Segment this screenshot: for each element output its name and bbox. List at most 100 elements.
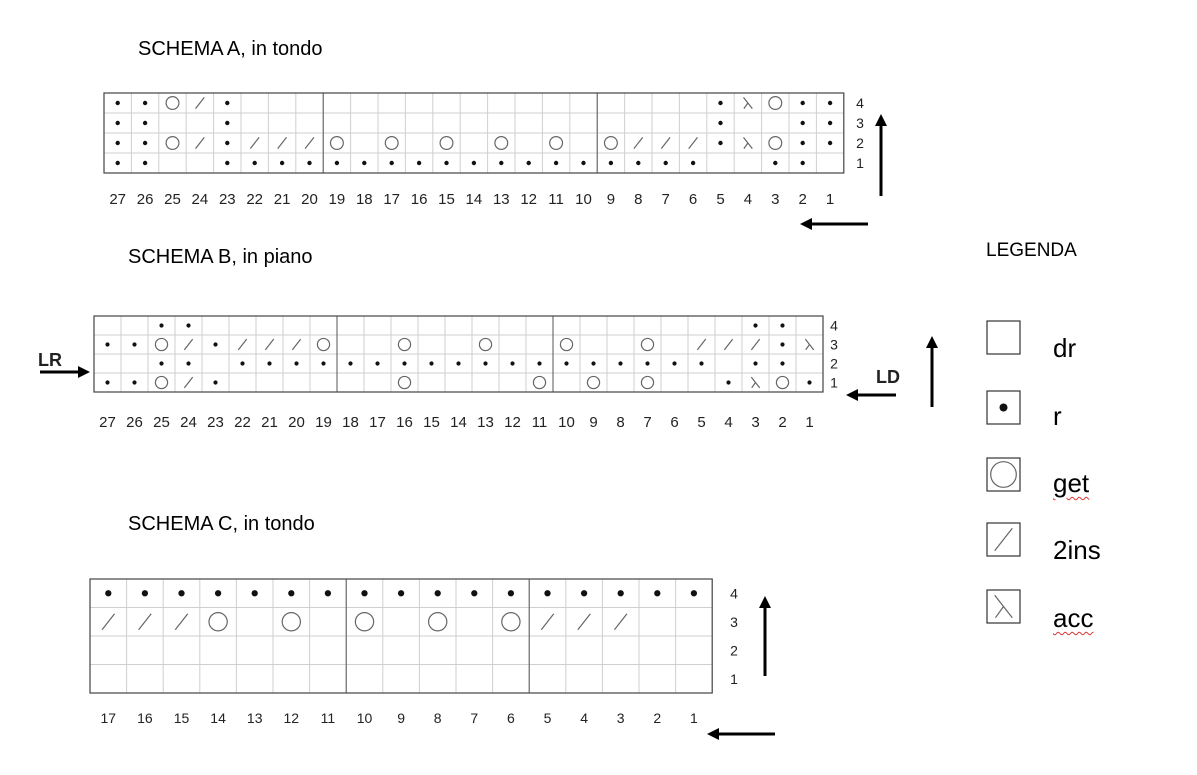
schema-c-col-number: 14 xyxy=(210,710,226,726)
schema-a-cell-dot xyxy=(471,160,477,166)
schema-b-cell-circle xyxy=(775,375,790,390)
schema-a-col-number: 25 xyxy=(164,191,181,208)
schema-c-title: SCHEMA C, in tondo xyxy=(128,513,315,535)
schema-a-cell-dot xyxy=(526,160,531,166)
schema-b-col-number: 16 xyxy=(396,414,413,431)
schema-a-cell-slash xyxy=(249,137,260,149)
schema-a-cell-dot xyxy=(827,100,833,106)
schema-a-cell-dot xyxy=(608,160,614,166)
legend-title: LEGENDA xyxy=(986,240,1077,261)
schema-b-cell-dot xyxy=(375,361,380,366)
schema-c-col-number: 5 xyxy=(544,710,552,726)
schema-a-cell-circle xyxy=(603,136,618,151)
schema-a-col-number: 19 xyxy=(329,191,346,208)
schema-b-col-number: 7 xyxy=(643,414,651,431)
schema-c-cell-dot xyxy=(507,590,515,597)
schema-a-col-number: 27 xyxy=(109,191,126,208)
schema-a-col-number: 21 xyxy=(274,191,291,208)
schema-c-cell-dot xyxy=(617,590,624,597)
schema-c-col-number: 11 xyxy=(321,710,336,726)
schema-c-row-number: 1 xyxy=(730,671,738,687)
schema-a-cell-slash xyxy=(660,137,671,149)
schema-b-col-number: 27 xyxy=(99,414,116,431)
legend-get-swatch xyxy=(986,457,1021,492)
schema-b-cell-dot xyxy=(537,361,542,366)
schema-b-col-number: 4 xyxy=(724,414,732,431)
schema-b-cell-slash xyxy=(291,338,302,351)
schema-c-cell-dot xyxy=(251,590,258,597)
schema-b-cell-dot xyxy=(780,323,785,328)
schema-a-cell-dot xyxy=(553,160,559,166)
schema-b-cell-dot xyxy=(348,361,353,366)
lr-label: LR xyxy=(38,350,62,370)
schema-c-col-number: 1 xyxy=(690,710,698,726)
legend-2ins-swatch xyxy=(986,522,1021,557)
schema-b-cell-dot xyxy=(672,361,677,366)
legend-label-get: get xyxy=(1053,468,1090,498)
schema-a-row-number: 2 xyxy=(856,135,864,151)
schema-a-col-number: 11 xyxy=(548,191,564,208)
schema-a-col-number: 23 xyxy=(219,191,236,208)
schema-c-col-number: 7 xyxy=(470,710,478,726)
schema-c-cell-dot xyxy=(361,590,368,597)
ld-label: LD xyxy=(876,367,900,387)
schema-b-cell-lambda xyxy=(750,376,761,389)
schema-a-cell-dot xyxy=(225,140,230,146)
schema-b-col-number: 6 xyxy=(670,414,678,431)
schema-c-left-arrow xyxy=(707,728,775,740)
schema-a-cell-circle xyxy=(494,136,509,151)
schema-a-grid xyxy=(103,92,845,174)
schema-b-col-number: 1 xyxy=(805,414,813,431)
schema-b-cell-circle xyxy=(397,375,412,390)
schema-a-cell-dot xyxy=(142,160,148,166)
schema-c-col-number: 15 xyxy=(174,710,190,726)
legend-acc-swatch xyxy=(986,589,1021,624)
schema-a-col-number: 22 xyxy=(246,191,263,208)
schema-b-row-number: 2 xyxy=(830,356,838,372)
schema-a-col-number: 3 xyxy=(771,191,779,208)
schema-a-cell-dot xyxy=(225,160,230,166)
schema-b-col-number: 11 xyxy=(532,414,548,431)
schema-c-cell-dot xyxy=(434,590,441,597)
schema-c-cell-slash xyxy=(577,613,591,631)
schema-a-cell-dot xyxy=(827,120,833,126)
schema-b-cell-circle xyxy=(532,375,547,390)
schema-c-grid xyxy=(89,578,713,694)
schema-b-cell-dot xyxy=(564,361,569,366)
schema-a-cell-dot xyxy=(252,160,257,166)
schema-b-right-entry-arrow xyxy=(846,389,896,401)
legend-r-swatch xyxy=(986,390,1021,425)
schema-a-col-number: 2 xyxy=(799,191,807,208)
schema-a-cell-dot xyxy=(499,160,504,166)
schema-b-col-number: 12 xyxy=(504,414,521,431)
schema-b-cell-dot xyxy=(753,361,758,366)
schema-a-cell-dot xyxy=(827,140,833,146)
schema-b-cell-circle xyxy=(559,337,574,352)
schema-b-cell-dot xyxy=(618,361,623,366)
schema-c-cell-dot xyxy=(324,590,332,597)
schema-a-cell-dot xyxy=(307,160,312,166)
schema-a-up-arrow xyxy=(875,114,887,196)
schema-c-cell-slash xyxy=(174,613,189,631)
schema-c-cell-dot xyxy=(178,590,185,597)
schema-a-col-number: 13 xyxy=(493,191,510,208)
schema-a-cell-circle xyxy=(384,136,399,151)
schema-a-cell-dot xyxy=(142,120,148,126)
schema-c-col-number: 13 xyxy=(247,710,263,726)
schema-b-cell-dot xyxy=(294,361,299,366)
schema-c-cell-slash xyxy=(138,613,152,631)
schema-a-cell-dot xyxy=(142,100,148,106)
schema-a-cell-dot xyxy=(690,160,696,166)
schema-b-cell-dot xyxy=(213,342,218,347)
schema-b-col-number: 19 xyxy=(315,414,332,431)
schema-b-col-number: 15 xyxy=(423,414,440,431)
schema-b-cell-dot xyxy=(105,342,110,347)
schema-b-col-number: 2 xyxy=(778,414,786,431)
schema-a-col-number: 12 xyxy=(520,191,537,208)
schema-c-col-number: 4 xyxy=(580,710,588,726)
schema-a-col-number: 14 xyxy=(466,191,483,208)
schema-b-cell-circle xyxy=(640,337,655,352)
schema-c-cell-dot xyxy=(214,590,222,597)
schema-a-cell-dot xyxy=(444,160,449,166)
